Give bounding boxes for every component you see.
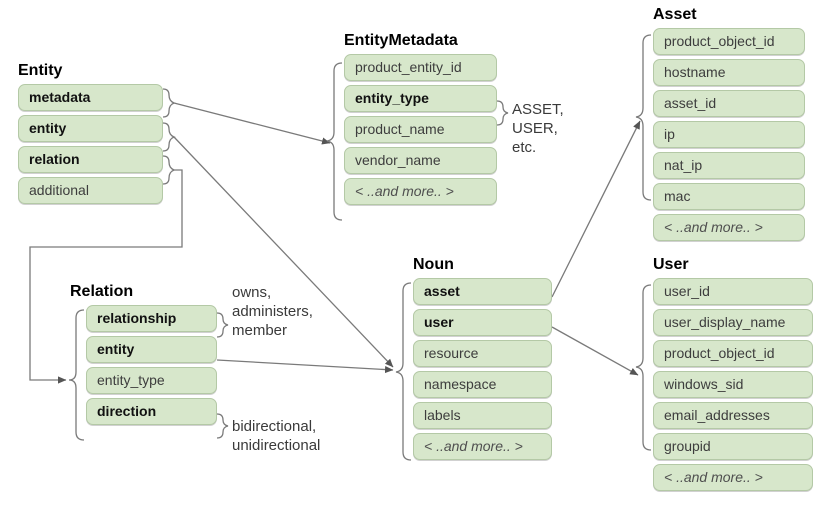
field-relation-entity-type[interactable]: entity_type <box>86 367 217 394</box>
field-em-vendor-name[interactable]: vendor_name <box>344 147 497 174</box>
group-relation: Relation relationship entity entity_type… <box>70 283 217 425</box>
brace-entity-entity <box>162 122 176 152</box>
field-noun-labels[interactable]: labels <box>413 402 552 429</box>
group-title-relation: Relation <box>70 283 134 300</box>
field-entity-relation[interactable]: relation <box>18 146 163 173</box>
annotation-entity-type-values: ASSET, USER, etc. <box>512 101 564 156</box>
field-list-relation: relationship entity entity_type directio… <box>86 305 217 425</box>
field-em-entity-type[interactable]: entity_type <box>344 85 497 112</box>
brace-entity-relation <box>162 155 176 185</box>
brace-entitymetadata-group <box>326 62 343 221</box>
field-asset-product-object-id[interactable]: product_object_id <box>653 28 805 55</box>
brace-asset-group <box>635 34 652 201</box>
field-noun-user[interactable]: user <box>413 309 552 336</box>
group-title-asset: Asset <box>653 6 697 23</box>
field-list-entity: metadata entity relation additional <box>18 84 163 204</box>
field-user-user-display-name[interactable]: user_display_name <box>653 309 813 336</box>
group-noun: Noun asset user resource namespace label… <box>413 256 552 460</box>
field-asset-asset-id[interactable]: asset_id <box>653 90 805 117</box>
field-em-and-more[interactable]: < ..and more.. > <box>344 178 497 205</box>
brace-entity-metadata <box>162 88 176 118</box>
field-asset-hostname[interactable]: hostname <box>653 59 805 86</box>
field-relation-entity[interactable]: entity <box>86 336 217 363</box>
field-asset-mac[interactable]: mac <box>653 183 805 210</box>
brace-relation-group <box>68 309 85 441</box>
field-list-entity-metadata: product_entity_id entity_type product_na… <box>344 54 497 205</box>
annotation-relationship-values: owns, administers, member <box>232 284 313 339</box>
field-user-windows-sid[interactable]: windows_sid <box>653 371 813 398</box>
group-user: User user_id user_display_name product_o… <box>653 256 813 491</box>
field-em-product-name[interactable]: product_name <box>344 116 497 143</box>
field-user-user-id[interactable]: user_id <box>653 278 813 305</box>
field-noun-namespace[interactable]: namespace <box>413 371 552 398</box>
group-title-user: User <box>653 256 689 273</box>
field-noun-asset[interactable]: asset <box>413 278 552 305</box>
field-asset-ip[interactable]: ip <box>653 121 805 148</box>
group-entity: Entity metadata entity relation addition… <box>18 62 163 204</box>
field-noun-resource[interactable]: resource <box>413 340 552 367</box>
field-noun-and-more[interactable]: < ..and more.. > <box>413 433 552 460</box>
field-user-email-addresses[interactable]: email_addresses <box>653 402 813 429</box>
field-relation-direction[interactable]: direction <box>86 398 217 425</box>
brace-direction-values <box>216 413 229 439</box>
link-relation-entity-to-noun <box>216 359 394 374</box>
group-title-noun: Noun <box>413 256 454 273</box>
field-em-product-entity-id[interactable]: product_entity_id <box>344 54 497 81</box>
field-entity-entity[interactable]: entity <box>18 115 163 142</box>
brace-entity-type-values <box>496 100 509 126</box>
annotation-direction-values: bidirectional, unidirectional <box>232 418 321 454</box>
field-user-and-more[interactable]: < ..and more.. > <box>653 464 813 491</box>
link-metadata-to-entitymetadata <box>173 102 331 145</box>
field-list-user: user_id user_display_name product_object… <box>653 278 813 491</box>
brace-user-group <box>635 284 652 451</box>
field-relation-relationship[interactable]: relationship <box>86 305 217 332</box>
group-entity-metadata: EntityMetadata product_entity_id entity_… <box>344 32 497 205</box>
field-user-groupid[interactable]: groupid <box>653 433 813 460</box>
link-noun-asset-to-asset <box>551 120 641 298</box>
group-title-entity-metadata: EntityMetadata <box>344 32 458 49</box>
brace-relationship-values <box>216 312 229 338</box>
link-noun-user-to-user <box>551 326 639 376</box>
field-user-product-object-id[interactable]: product_object_id <box>653 340 813 367</box>
field-entity-additional[interactable]: additional <box>18 177 163 204</box>
field-entity-metadata[interactable]: metadata <box>18 84 163 111</box>
field-list-noun: asset user resource namespace labels < .… <box>413 278 552 460</box>
group-title-entity: Entity <box>18 62 63 79</box>
field-asset-and-more[interactable]: < ..and more.. > <box>653 214 805 241</box>
field-list-asset: product_object_id hostname asset_id ip n… <box>653 28 805 241</box>
field-asset-nat-ip[interactable]: nat_ip <box>653 152 805 179</box>
brace-noun-group <box>395 282 412 461</box>
group-asset: Asset product_object_id hostname asset_i… <box>653 6 805 241</box>
